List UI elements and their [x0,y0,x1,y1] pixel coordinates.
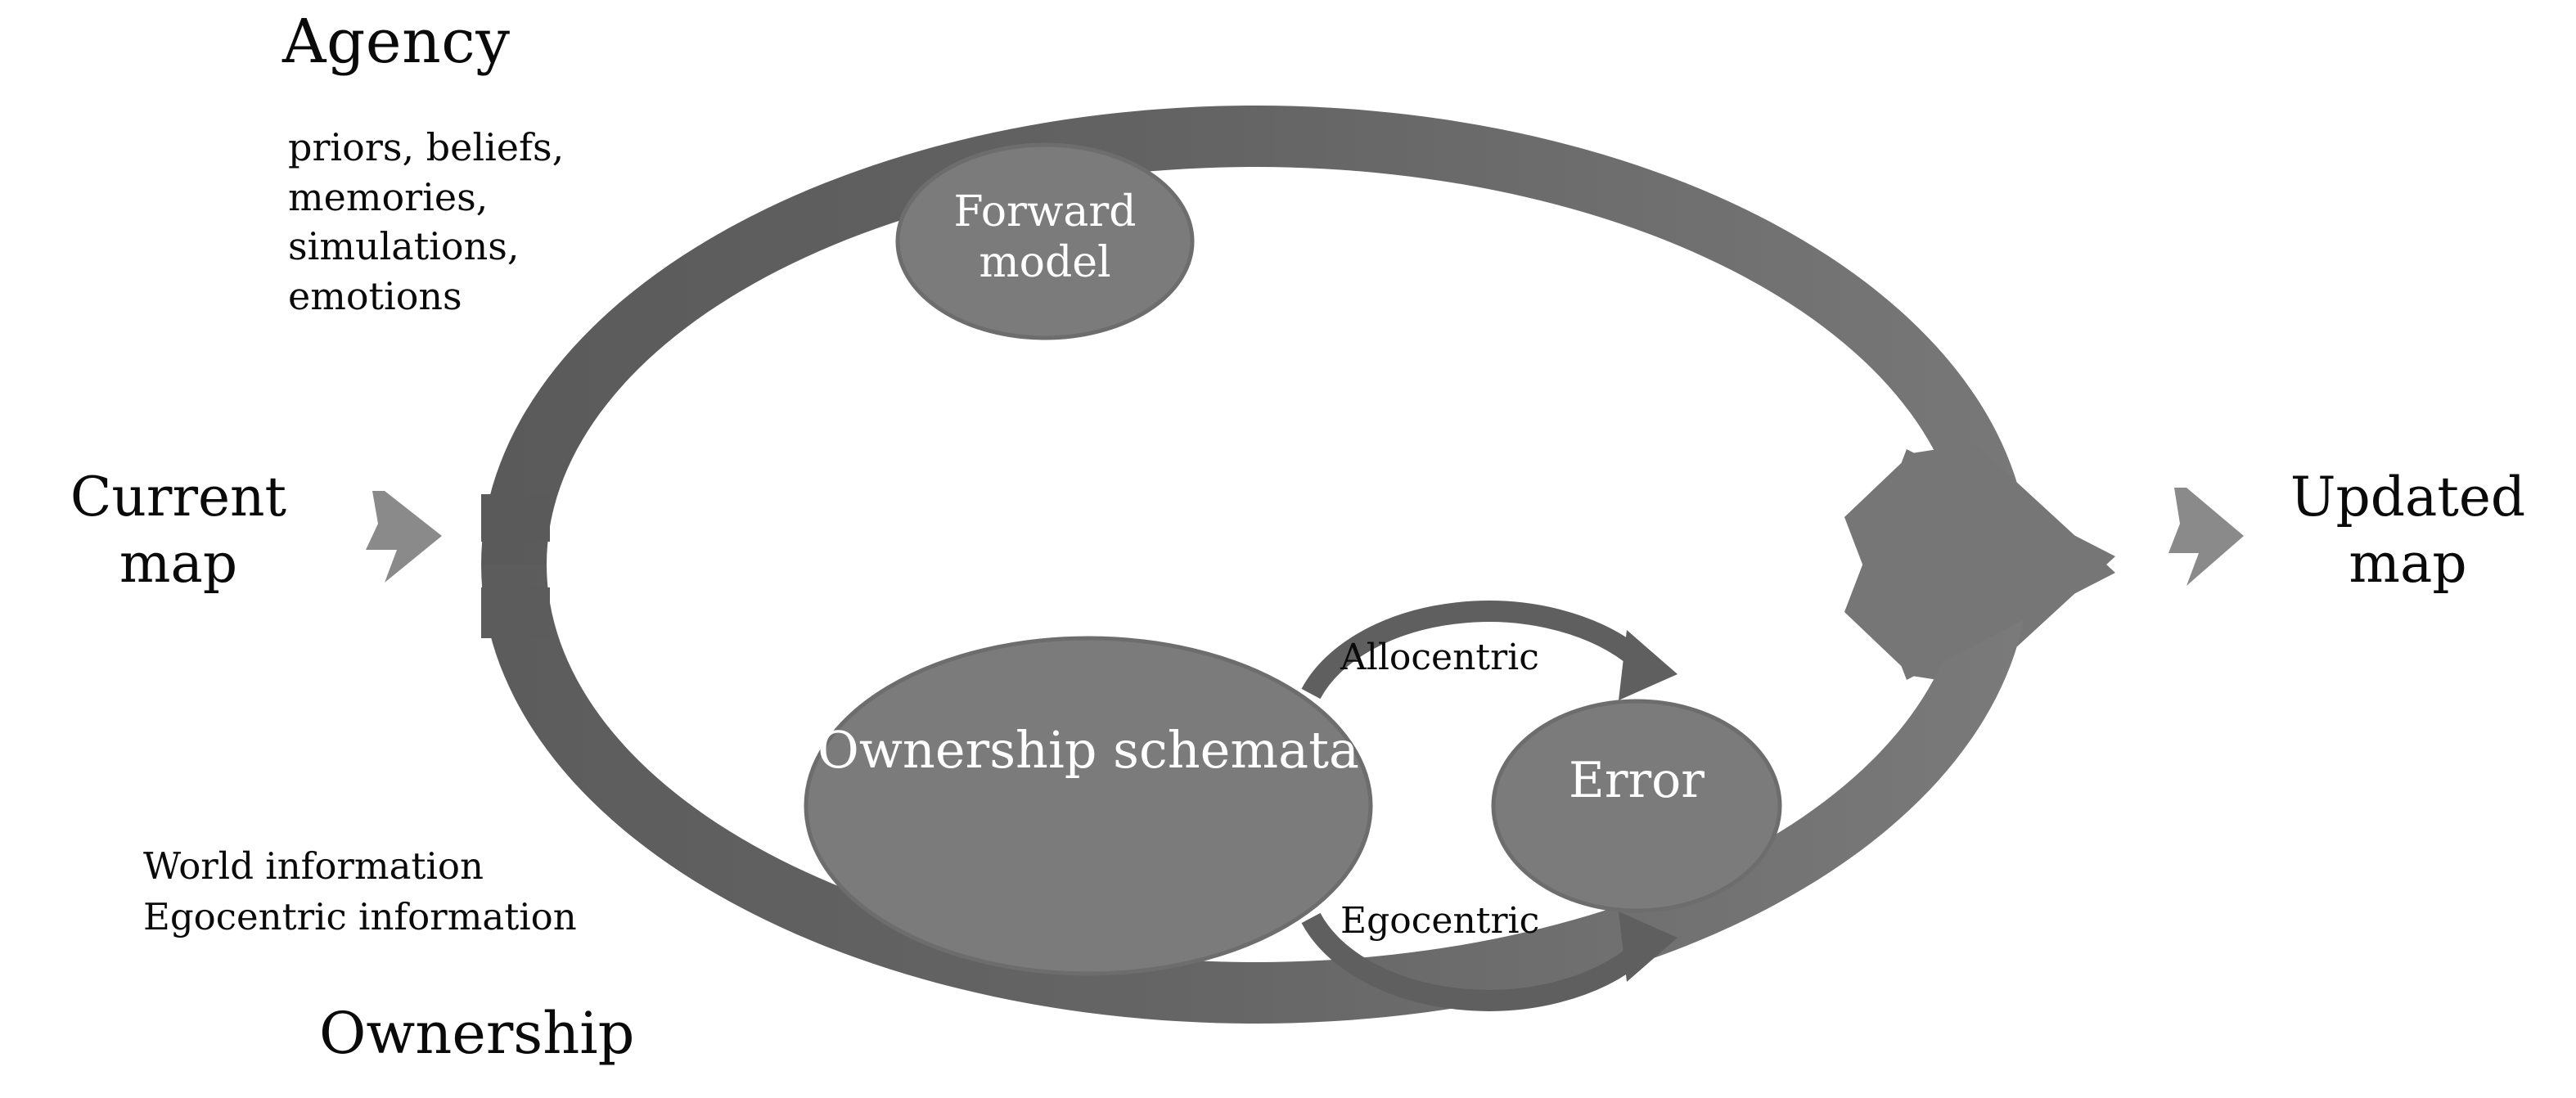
current-map-chevron [366,491,442,583]
agency-heading: Agency [282,7,511,77]
allocentric-arc [1301,601,1678,700]
allocentric-arc-label: Allocentric [1340,637,1539,678]
agency-attributes-list: priors, beliefs, memories, simulations, … [288,125,565,319]
ownership-band-tail [481,587,550,638]
error-node[interactable] [1491,699,1782,913]
current-map-label: Current map [70,466,287,595]
egocentric-information-label: Egocentric information [143,895,577,939]
forward-model-node[interactable] [895,142,1195,340]
ownership-heading: Ownership [319,1000,635,1067]
egocentric-arc [1301,911,1678,1011]
input-information-list: World information Egocentric information [143,841,577,943]
updated-map-chevron [2168,488,2244,586]
ownership-schemata-node[interactable] [804,636,1373,976]
world-information-label: World information [143,844,484,888]
ownership-arrowhead [1844,443,2115,680]
agency-band [481,106,2115,686]
updated-map-label: Updated map [2290,466,2526,595]
agency-band-tail [481,494,550,542]
egocentric-arc-label: Egocentric [1340,900,1540,942]
